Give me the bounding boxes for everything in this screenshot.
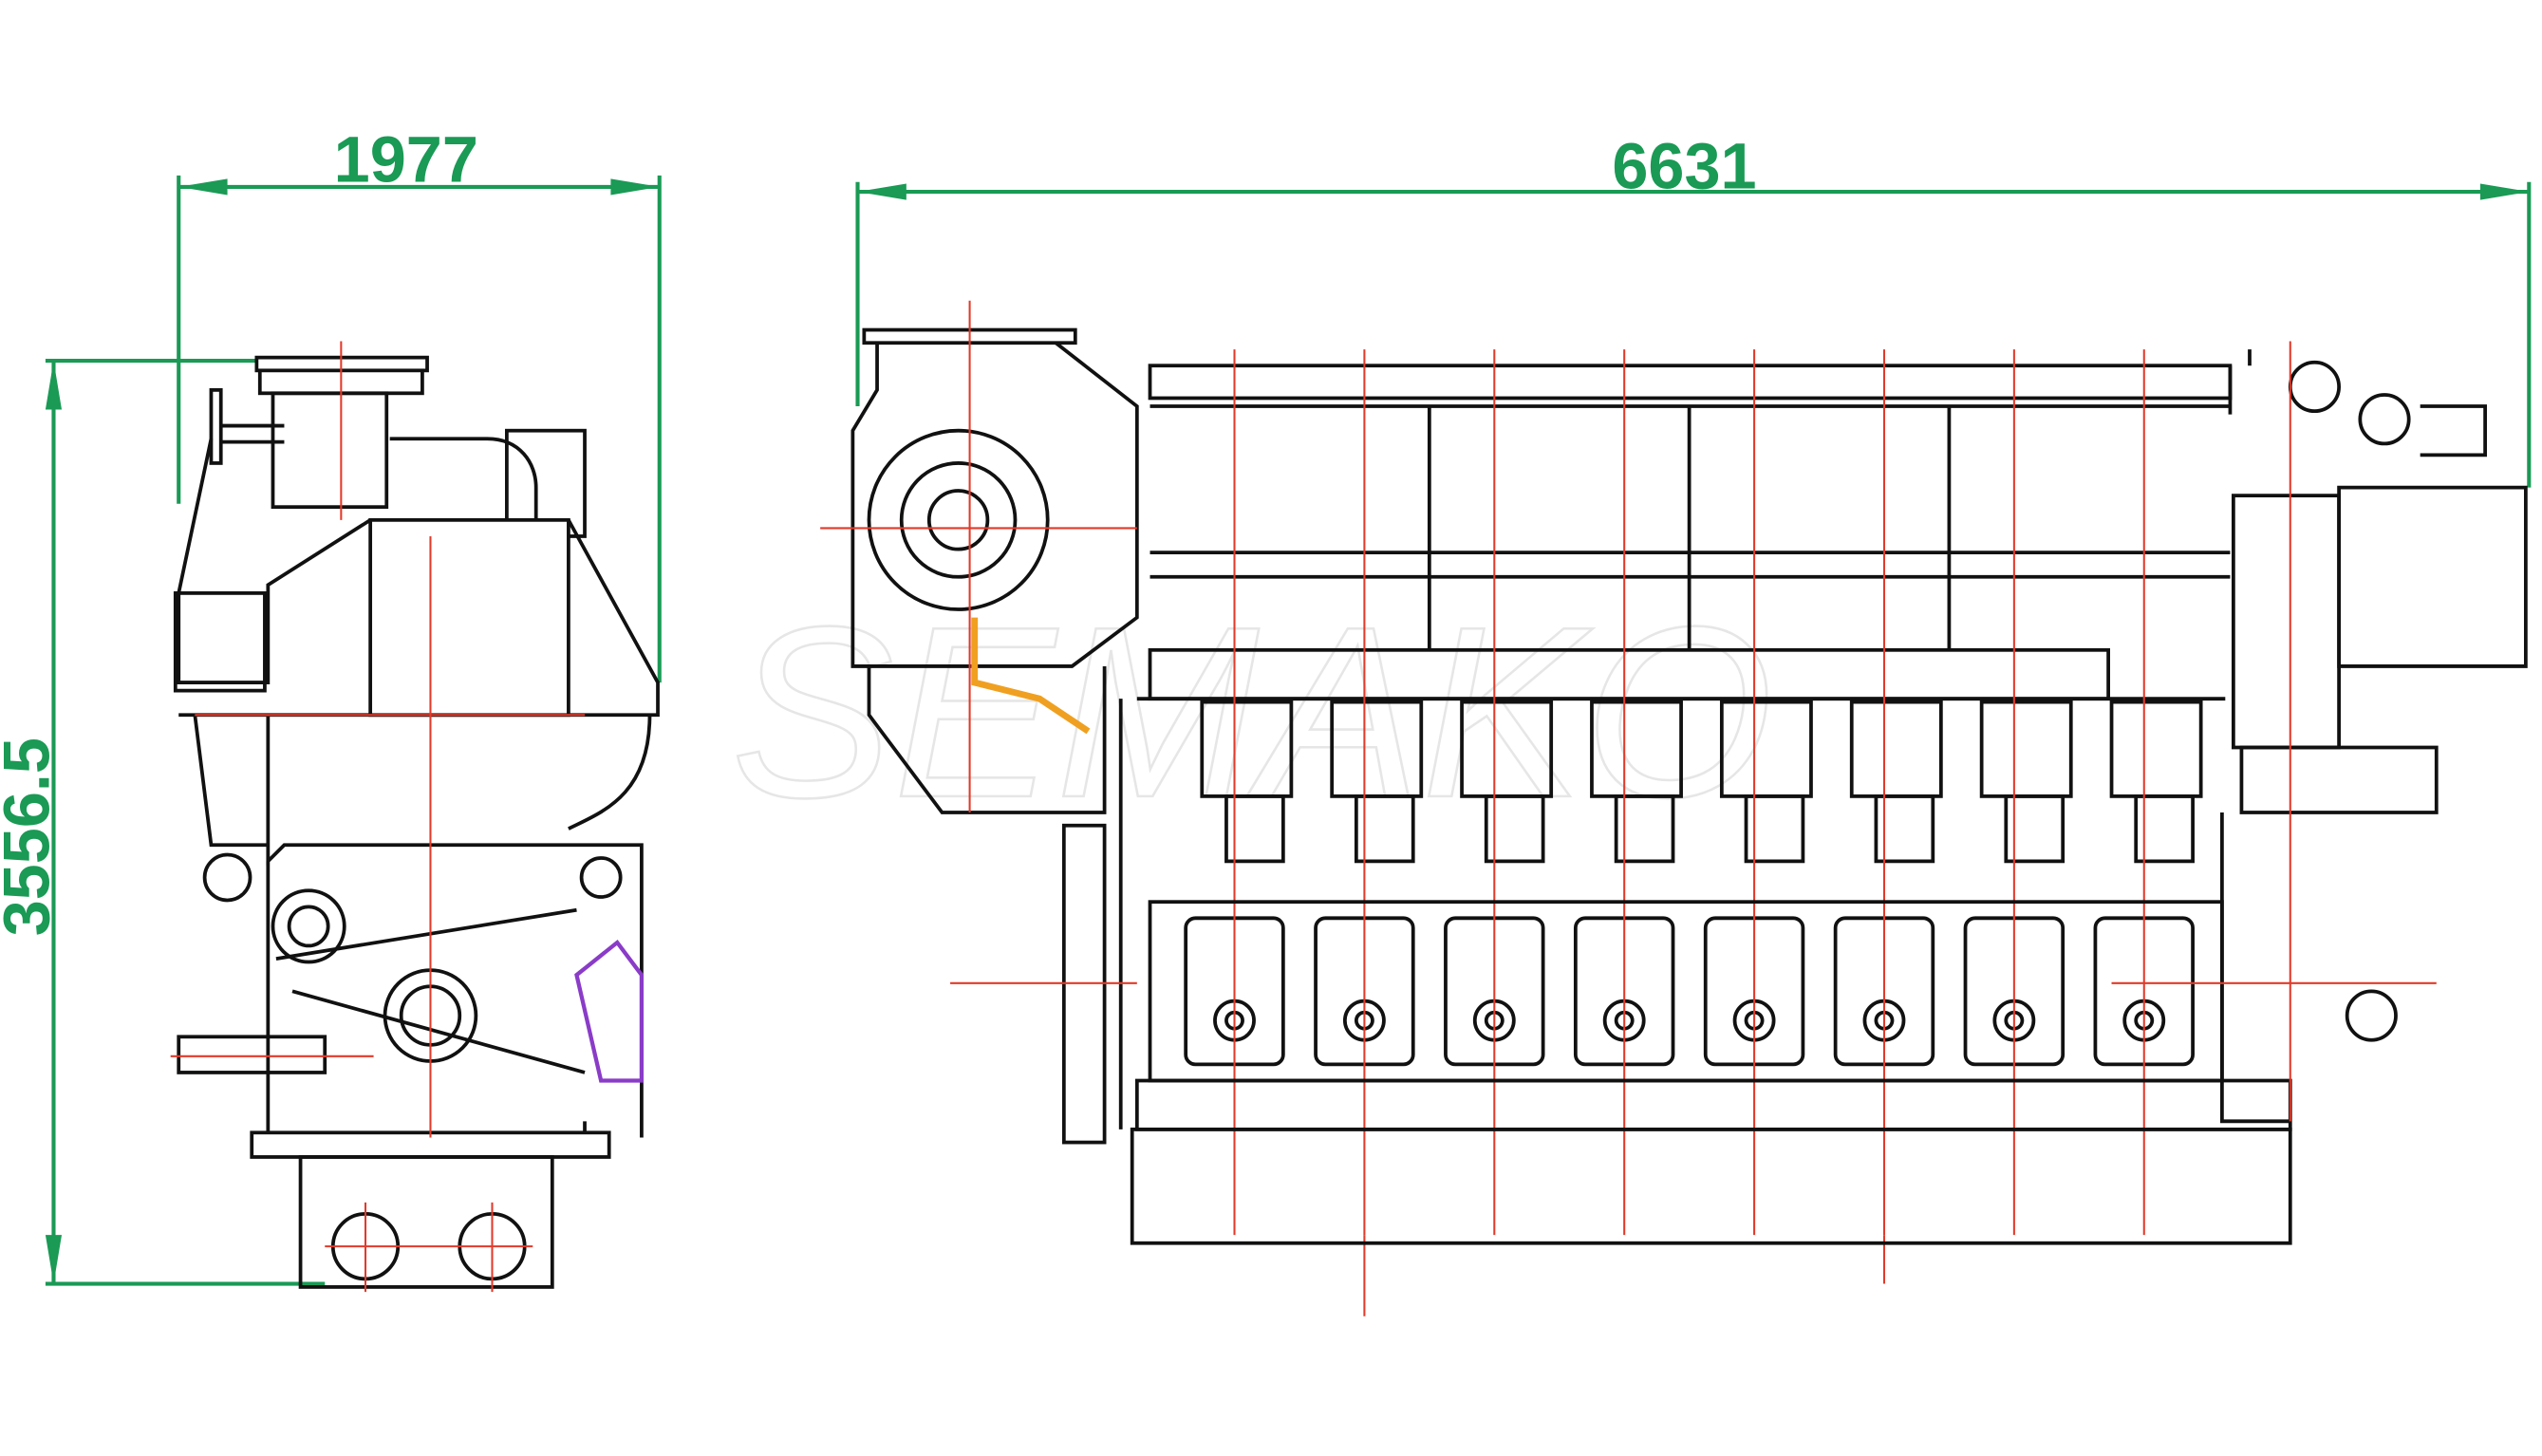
dimension-width: 1977 <box>177 123 662 683</box>
cylinder-head <box>1849 700 1943 798</box>
exhaust-port <box>1484 794 1545 864</box>
dimension-length: 6631 <box>855 130 2532 488</box>
exhaust-port <box>2134 794 2195 864</box>
exhaust-port <box>1224 794 1285 864</box>
front-view <box>170 341 660 1293</box>
cylinder-head <box>1979 700 2073 798</box>
watermark: SEMAKO <box>731 577 1773 849</box>
exhaust-port <box>1744 794 1805 864</box>
side-view <box>820 300 2528 1316</box>
dimension-height: 3556.5 <box>0 359 326 1286</box>
dim-3556-5: 3556.5 <box>0 737 63 936</box>
exhaust-port <box>1354 794 1415 864</box>
dim-6631: 6631 <box>1612 130 1756 203</box>
cylinder-head <box>2109 700 2203 798</box>
exhaust-port <box>2004 794 2065 864</box>
exhaust-port <box>1874 794 1935 864</box>
dim-1977: 1977 <box>334 123 478 196</box>
exhaust-port <box>1614 794 1675 864</box>
